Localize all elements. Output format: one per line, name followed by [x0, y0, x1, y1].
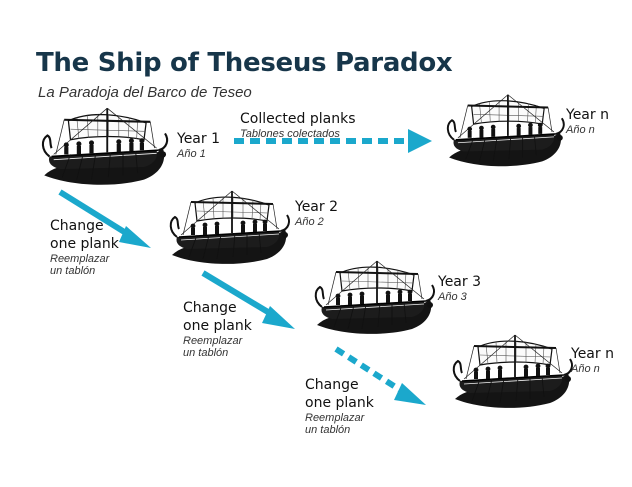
year-n-top-es: Año n	[566, 124, 609, 136]
year-2-en: Year 2	[295, 198, 338, 216]
year-3-es: Año 3	[438, 291, 481, 303]
year-n-top-en: Year n	[566, 106, 609, 124]
year-1-en: Year 1	[177, 130, 220, 148]
year-3-en: Year 3	[438, 273, 481, 291]
ship-year-n-top	[448, 95, 564, 166]
year-n-top-label: Year n Año n	[566, 106, 609, 136]
change-1-en1: Change	[50, 217, 119, 235]
diagram-subtitle: La Paradoja del Barco de Teseo	[38, 84, 252, 101]
change-3-es2: un tablón	[305, 424, 374, 436]
year-n-bottom-en: Year n	[571, 345, 614, 363]
ship-year-3	[316, 261, 434, 334]
year-1-label: Year 1 Año 1	[177, 130, 220, 160]
year-3-label: Year 3 Año 3	[438, 273, 481, 303]
change-2-es1: Reemplazar	[183, 335, 252, 347]
year-1-es: Año 1	[177, 148, 220, 160]
diagram-title: The Ship of Theseus Paradox	[36, 48, 452, 78]
year-2-es: Año 2	[295, 216, 338, 228]
change-1-es2: un tablón	[50, 265, 119, 277]
change-3-es1: Reemplazar	[305, 412, 374, 424]
change-label-1: Change one plank Reemplazar un tablón	[50, 217, 119, 277]
change-3-en2: one plank	[305, 394, 374, 412]
change-1-en2: one plank	[50, 235, 119, 253]
change-2-en2: one plank	[183, 317, 252, 335]
year-n-bottom-es: Año n	[571, 363, 614, 375]
collected-planks-en: Collected planks	[240, 110, 356, 128]
change-3-en1: Change	[305, 376, 374, 394]
ship-year-2	[171, 191, 289, 264]
year-2-label: Year 2 Año 2	[295, 198, 338, 228]
change-label-2: Change one plank Reemplazar un tablón	[183, 299, 252, 359]
collected-planks-label: Collected planks Tablones colectados	[240, 110, 356, 140]
collected-planks-es: Tablones colectados	[240, 128, 356, 140]
ship-year-1	[43, 108, 167, 185]
change-2-es2: un tablón	[183, 347, 252, 359]
ship-year-n-bottom	[454, 335, 572, 408]
change-2-en1: Change	[183, 299, 252, 317]
change-1-es1: Reemplazar	[50, 253, 119, 265]
change-label-3: Change one plank Reemplazar un tablón	[305, 376, 374, 436]
year-n-bottom-label: Year n Año n	[571, 345, 614, 375]
